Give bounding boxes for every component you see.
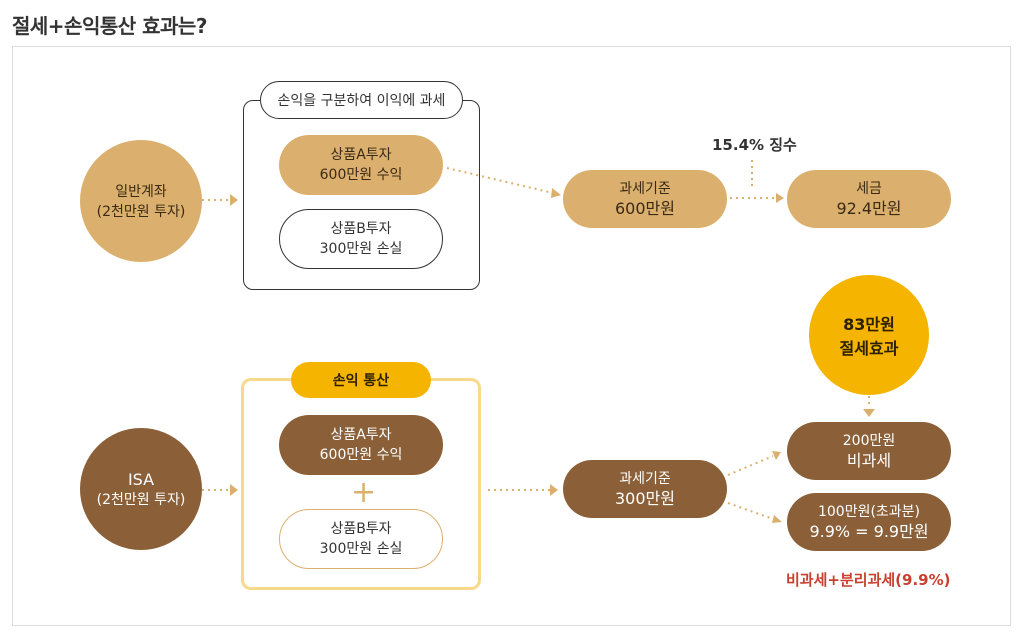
isa-summary-label: 비과세+분리과세(9.9%) bbox=[786, 571, 951, 589]
levy-label: 15.4% 징수 bbox=[712, 136, 797, 154]
general-product-a-amount: 600만원 수익 bbox=[319, 167, 403, 183]
isa-product-a-name: 상품A투자 bbox=[330, 427, 392, 443]
isa-tax-base-amount: 300만원 bbox=[615, 489, 675, 508]
separate-tax-amount: 100만원(초과분) bbox=[817, 504, 921, 520]
general-tax-base: 과세기준 600만원 bbox=[563, 170, 727, 228]
isa-account-amount: (2천만원 투자) bbox=[96, 491, 186, 508]
general-account-amount: (2천만원 투자) bbox=[96, 204, 186, 220]
isa-account-name: ISA bbox=[127, 469, 155, 489]
isa-product-a: 상품A투자 600만원 수익 bbox=[279, 415, 443, 475]
isa-product-b-amount: 300만원 손실 bbox=[319, 541, 403, 557]
general-product-b: 상품B투자 300만원 손실 bbox=[279, 209, 443, 269]
general-product-a: 상품A투자 600만원 수익 bbox=[279, 135, 443, 195]
general-product-b-amount: 300만원 손실 bbox=[319, 241, 403, 257]
page-title: 절세+손익통산 효과는? bbox=[12, 14, 207, 38]
general-tax-label: 세금 bbox=[856, 181, 882, 197]
general-account-name: 일반계좌 bbox=[115, 184, 167, 200]
saving-amount: 83만원 bbox=[843, 315, 895, 334]
non-taxable-amount: 200만원 bbox=[842, 433, 896, 449]
isa-box-label: 손익 통산 bbox=[291, 362, 431, 398]
isa-product-a-amount: 600만원 수익 bbox=[319, 447, 403, 463]
general-tax-base-amount: 600만원 bbox=[615, 199, 675, 218]
general-tax-amount: 92.4만원 bbox=[836, 199, 902, 218]
saving-label: 절세효과 bbox=[839, 339, 899, 358]
general-box-label: 손익을 구분하여 이익에 과세 bbox=[260, 81, 463, 119]
non-taxable-label: 비과세 bbox=[846, 451, 892, 470]
isa-product-b: 상품B투자 300만원 손실 bbox=[279, 509, 443, 569]
general-tax-base-label: 과세기준 bbox=[619, 181, 671, 197]
general-account-circle: 일반계좌 (2천만원 투자) bbox=[80, 140, 202, 262]
isa-product-b-name: 상품B투자 bbox=[330, 521, 392, 537]
isa-account-circle: ISA (2천만원 투자) bbox=[80, 428, 202, 550]
saving-effect-circle: 83만원 절세효과 bbox=[809, 275, 929, 395]
isa-tax-base: 과세기준 300만원 bbox=[563, 460, 727, 518]
plus-icon: + bbox=[351, 475, 377, 510]
isa-non-taxable: 200만원 비과세 bbox=[787, 422, 951, 480]
general-tax: 세금 92.4만원 bbox=[787, 170, 951, 228]
isa-tax-base-label: 과세기준 bbox=[619, 471, 671, 487]
isa-separate-tax: 100만원(초과분) 9.9% = 9.9만원 bbox=[787, 493, 951, 551]
general-product-a-name: 상품A투자 bbox=[330, 147, 392, 163]
separate-tax-calc: 9.9% = 9.9만원 bbox=[809, 522, 929, 541]
general-product-b-name: 상품B투자 bbox=[330, 221, 392, 237]
